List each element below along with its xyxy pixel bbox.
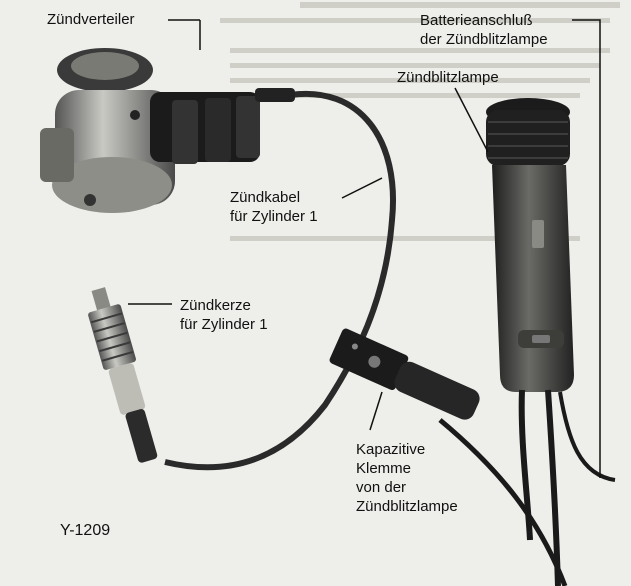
label-spark-plug-line-2: für Zylinder 1 xyxy=(180,316,268,333)
leader-clamp xyxy=(369,391,383,431)
figure-number: Y-1209 xyxy=(60,522,111,539)
label-battery-connection: Batterieanschluß der Zündblitzlampe xyxy=(420,11,548,49)
label-capacitive-clamp: Kapazitive Klemme von der Zündblitzlampe xyxy=(356,440,458,516)
distributor xyxy=(40,48,295,213)
label-ignition-cable: Zündkabel für Zylinder 1 xyxy=(230,188,318,226)
clamp-cable xyxy=(438,418,568,586)
label-ignition-cable-line-2: für Zylinder 1 xyxy=(230,208,318,225)
label-strobe-lamp: Zündblitzlampe xyxy=(397,69,499,86)
label-spark-plug: Zündkerze für Zylinder 1 xyxy=(180,296,268,334)
label-ignition-cable-line-1: Zündkabel xyxy=(230,189,301,206)
label-battery-connection-line-1: Batterieanschluß xyxy=(420,12,533,29)
lamp-cable-right xyxy=(545,389,561,586)
leader-battery xyxy=(572,19,601,478)
label-spark-plug-line-1: Zündkerze xyxy=(180,297,251,314)
label-capacitive-clamp-line-2: Klemme xyxy=(356,460,412,477)
leader-strobe-lamp xyxy=(454,87,489,153)
label-capacitive-clamp-line-1: Kapazitive xyxy=(356,441,426,458)
capacitive-clamp xyxy=(329,328,480,420)
leader-ignition-cable xyxy=(341,177,383,199)
background-text xyxy=(220,2,620,241)
label-capacitive-clamp-line-4: Zündblitzlampe xyxy=(356,498,458,515)
leader-lines xyxy=(128,19,601,478)
label-distributor: Zündverteiler xyxy=(47,11,135,28)
lamp-cable-left xyxy=(518,389,533,541)
spark-plug xyxy=(88,287,158,463)
label-capacitive-clamp-line-3: von der xyxy=(356,479,407,496)
battery-wire xyxy=(558,391,616,482)
label-battery-connection-line-2: der Zündblitzlampe xyxy=(420,31,548,48)
ignition-cable xyxy=(164,90,396,471)
strobe-lamp xyxy=(486,98,574,392)
